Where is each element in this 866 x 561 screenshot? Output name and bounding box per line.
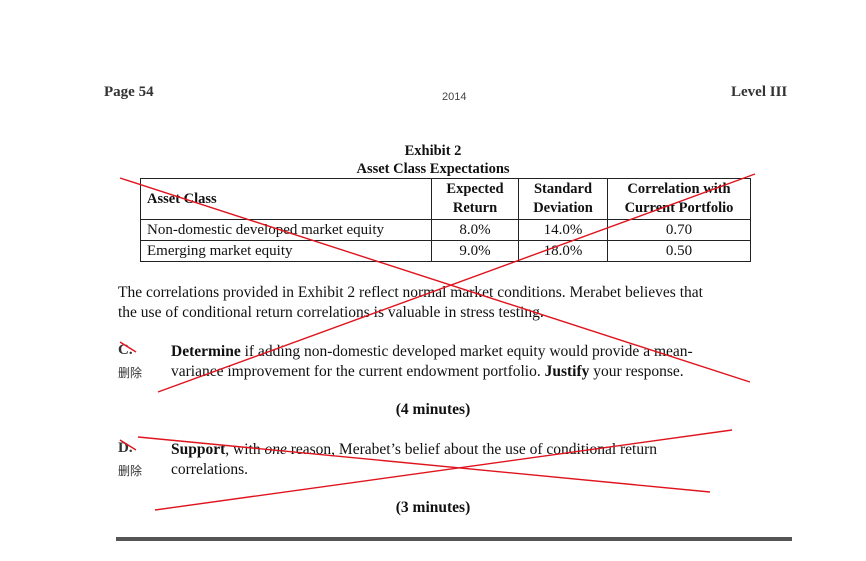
question-c-line-1: Determine if adding non-domestic develop… bbox=[171, 342, 693, 362]
question-c-line2-start: variance improvement for the current end… bbox=[171, 363, 545, 380]
row2-correlation: 0.50 bbox=[607, 240, 751, 262]
strike-line bbox=[137, 436, 711, 493]
table-row: Emerging market equity 9.0% 18.0% 0.50 bbox=[140, 240, 751, 262]
year-label: 2014 bbox=[442, 91, 467, 103]
question-d-delete-mark: 删除 bbox=[118, 464, 143, 478]
question-c-letter: C. bbox=[118, 342, 133, 358]
question-c-bold-mid: Justify bbox=[544, 363, 590, 380]
question-c-delete-mark: 删除 bbox=[118, 366, 143, 380]
question-c-line-2: variance improvement for the current end… bbox=[171, 362, 684, 382]
row2-stddev: 18.0% bbox=[518, 240, 608, 262]
asset-class-table: Asset Class Expected Return Standard Dev… bbox=[140, 178, 751, 262]
strike-line bbox=[154, 429, 733, 511]
question-d-letter: D. bbox=[118, 440, 133, 456]
question-c-line1-rest: if adding non-domestic developed market … bbox=[240, 343, 693, 360]
exhibit-title: Exhibit 2 bbox=[404, 143, 462, 159]
question-d-time: (3 minutes) bbox=[395, 499, 471, 516]
strike-line bbox=[119, 341, 137, 353]
question-d-bold-lead: Support bbox=[171, 441, 226, 458]
strike-line bbox=[119, 177, 751, 383]
bottom-rule bbox=[116, 537, 792, 541]
paragraph-line-2: the use of conditional return correlatio… bbox=[118, 304, 544, 321]
question-d-line-2: correlations. bbox=[171, 461, 249, 478]
header-expected-return: Expected Return bbox=[431, 178, 519, 220]
question-c-line2-end: your response. bbox=[589, 363, 684, 380]
strike-line bbox=[157, 173, 756, 393]
header-expected-line2: Return bbox=[452, 200, 498, 216]
table-row: Non-domestic developed market equity 8.0… bbox=[140, 219, 751, 241]
row2-asset: Emerging market equity bbox=[140, 240, 432, 262]
question-d-line1-mid: , with bbox=[225, 441, 265, 458]
header-stddev-line2: Deviation bbox=[533, 200, 593, 216]
header-stddev-line1: Standard bbox=[533, 181, 593, 197]
level-label: Level III bbox=[731, 84, 788, 100]
header-expected-line1: Expected bbox=[446, 181, 504, 197]
exhibit-subtitle: Asset Class Expectations bbox=[356, 161, 510, 177]
paragraph-line-1: The correlations provided in Exhibit 2 r… bbox=[118, 284, 703, 301]
question-c-bold-lead: Determine bbox=[171, 343, 241, 360]
question-c-time: (4 minutes) bbox=[395, 401, 471, 418]
page-number: Page 54 bbox=[104, 84, 154, 100]
question-d-italic-word: one bbox=[264, 441, 287, 458]
strike-line bbox=[119, 439, 137, 451]
